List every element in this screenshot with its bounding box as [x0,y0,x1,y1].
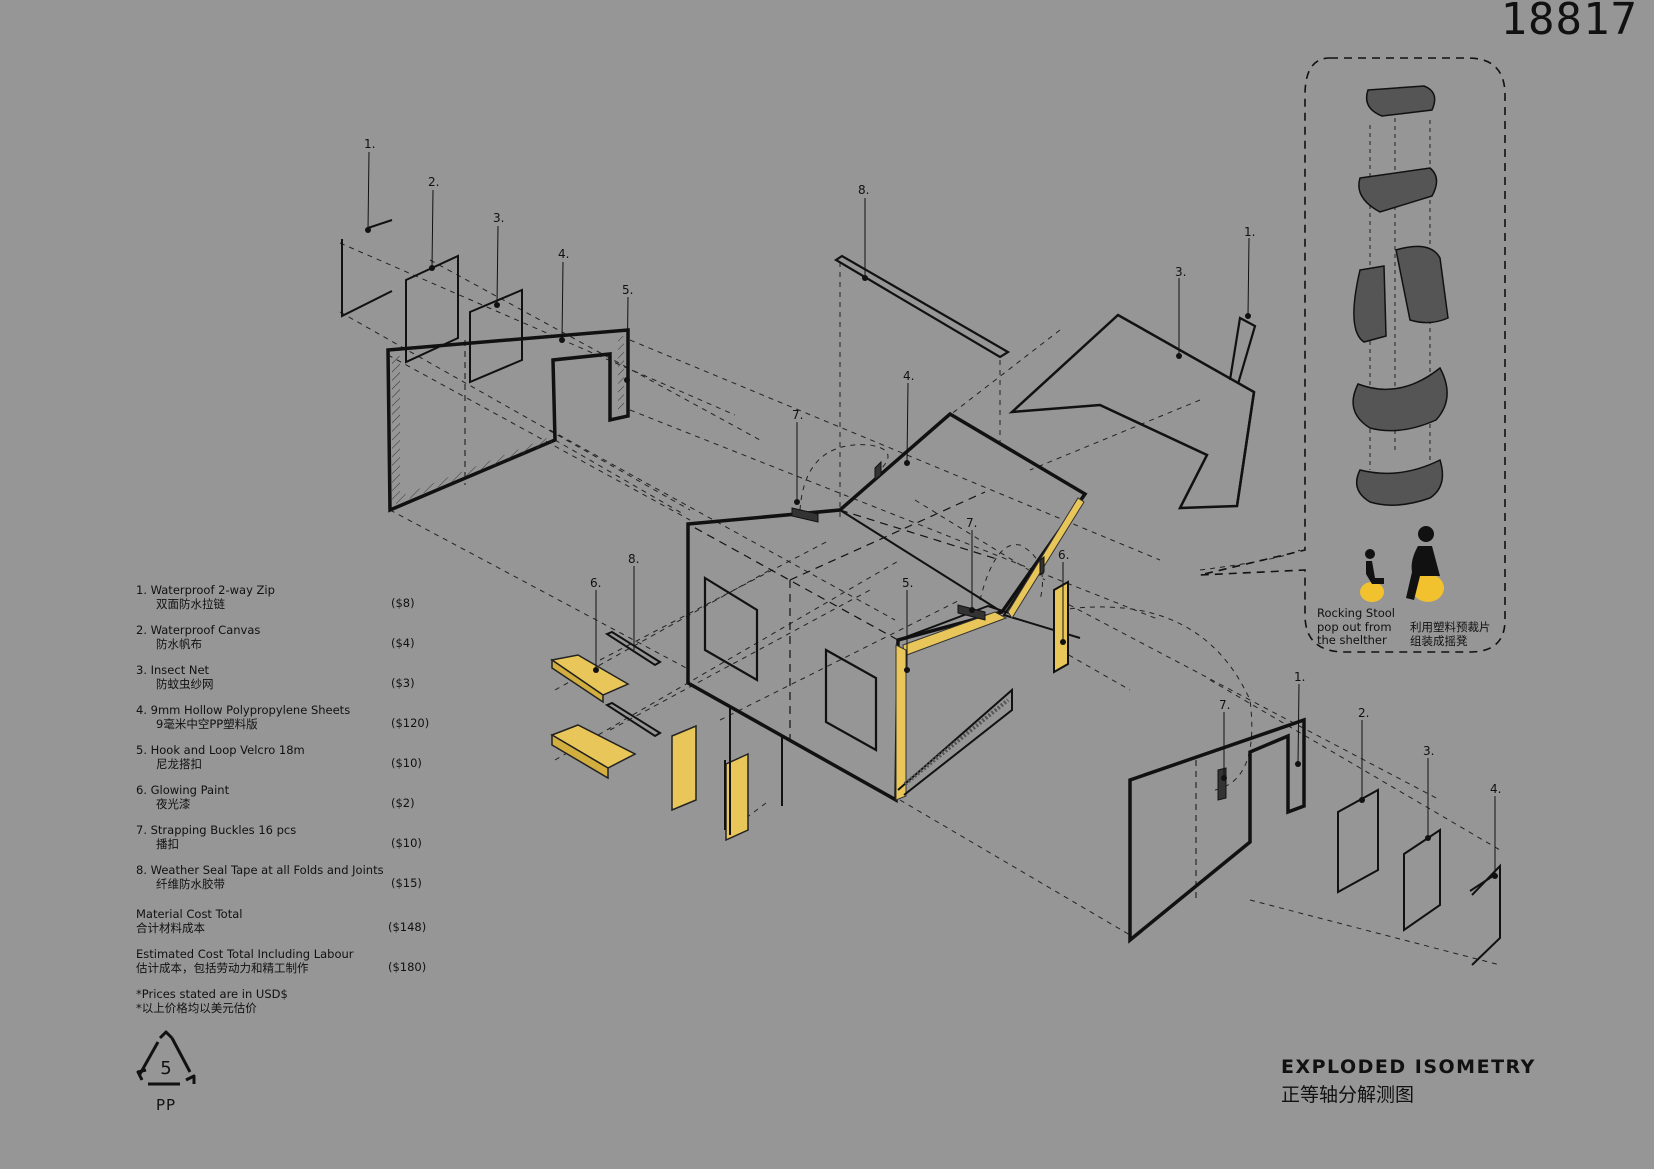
roof-flap [1008,313,1257,510]
weather-seal-strip-top [833,254,1011,359]
callout-top-8: 8. [858,183,869,197]
title-zh: 正等轴分解测图 [1281,1084,1415,1106]
stool-caption-zh: 利用塑料预裁片 组装成摇凳 [1410,620,1491,648]
drawing-title: EXPLODED ISOMETRY 正等轴分解测图 [1281,1056,1536,1107]
callout-right-2: 2. [1358,706,1369,720]
callout-roof-3: 3. [1175,265,1186,279]
callout-center-4: 4. [903,369,914,383]
callout-left-4: 4. [558,247,569,261]
callout-front-8: 8. [628,552,639,566]
callout-left-2: 2. [428,175,439,189]
price-note: *Prices stated are in USD$ *以上价格均以美元估价 [136,987,288,1015]
recycle-number: 5 [160,1058,172,1079]
title-en: EXPLODED ISOMETRY [1281,1056,1536,1078]
left-wall-assembly [341,219,630,513]
center-side-panel [1039,556,1069,674]
glowing-paint-pieces [550,654,749,842]
callout-left-5: 5. [622,283,633,297]
callout-right-3: 3. [1423,744,1434,758]
callout-center-7b: 7. [966,516,977,530]
stool-panel-frame [1199,57,1506,653]
callout-right-4: 4. [1490,782,1501,796]
leader-markers [365,227,1498,879]
callout-right-7: 7. [1219,698,1230,712]
stool-caption-en: Rocking Stool pop out from the shelther [1317,606,1396,647]
recycle-triangle-icon [136,1030,196,1086]
right-wall-assembly [1128,717,1501,966]
rocking-stool-parts [1352,85,1449,506]
callout-left-1: 1. [364,137,375,151]
child-seated-icon [1360,549,1384,602]
strapping-buckles [791,460,1227,801]
projection-lines [339,242,1501,966]
leader-lines [367,151,1496,876]
callout-center-6: 6. [1058,548,1069,562]
central-shelter-body [686,411,1088,803]
callout-front-6: 6. [590,576,601,590]
callout-numbers: 1. 2. 3. 4. 5. 8. 4. 7. 7. 5. 6. 6. 8. 3… [364,137,1501,796]
adult-seated-icon [1406,526,1444,602]
weather-seal-strips-front [604,630,783,835]
material-item: 8. Weather Seal Tape at all Folds and Jo… [136,863,422,891]
callout-left-3: 3. [493,211,504,225]
recycle-pp-icon: 5 PP [134,1030,198,1116]
callout-center-5: 5. [902,576,913,590]
callout-right-1: 1. [1294,670,1305,684]
callout-roof-1: 1. [1244,225,1255,239]
recycle-code: PP [155,1096,177,1114]
sheet-number: 18817 [1500,0,1638,45]
callout-center-7a: 7. [792,408,803,422]
